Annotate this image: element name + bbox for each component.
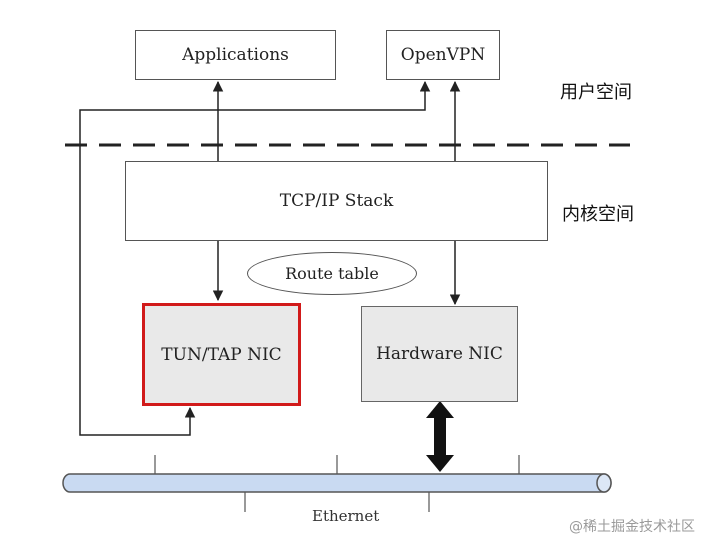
watermark: @稀土掘金技术社区 (569, 519, 695, 535)
tcpip-stack-box: TCP/IP Stack (125, 161, 548, 241)
ethernet-label: Ethernet (312, 507, 380, 525)
hardware-nic-box: Hardware NIC (361, 306, 518, 402)
hardware-ethernet-arrow (426, 401, 454, 472)
openvpn-box: OpenVPN (386, 30, 500, 80)
user-space-label: 用户空间 (560, 82, 632, 103)
applications-box: Applications (135, 30, 336, 80)
route-table-ellipse: Route table (247, 252, 417, 295)
tun-to-openvpn-loop (79, 80, 431, 436)
tun-tap-nic-box: TUN/TAP NIC (142, 303, 301, 406)
kernel-space-label: 内核空间 (562, 204, 634, 225)
ethernet-cable (62, 455, 612, 512)
